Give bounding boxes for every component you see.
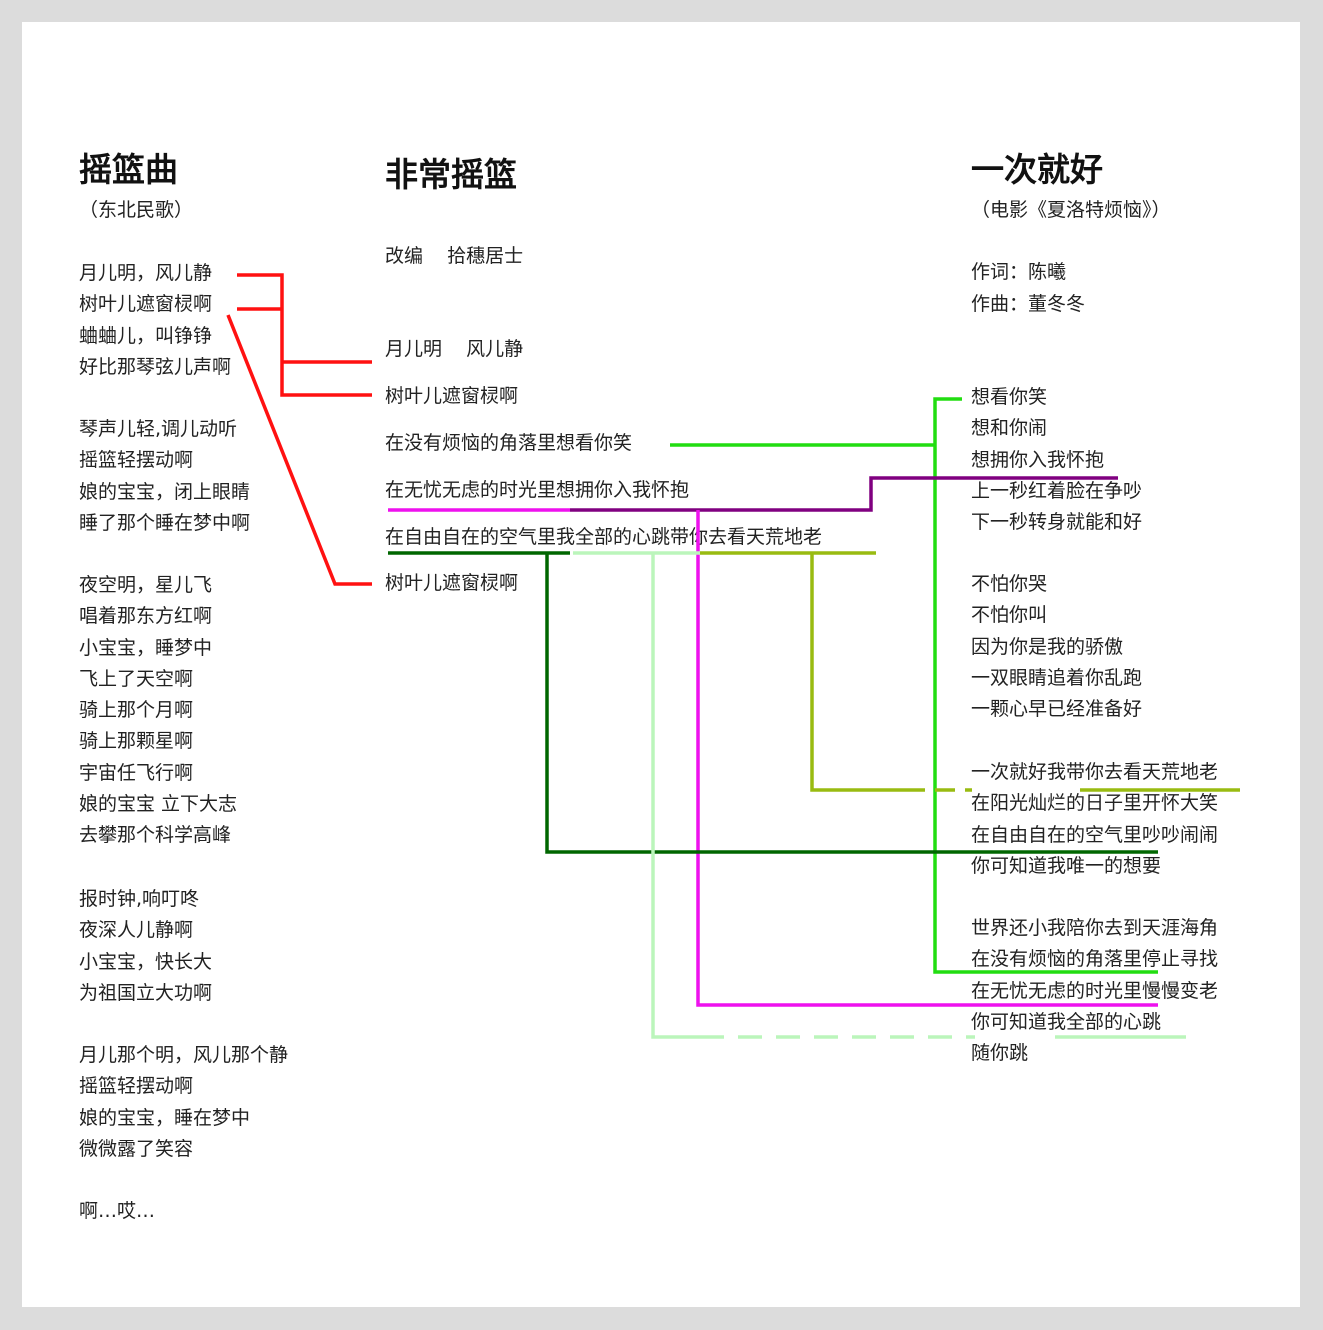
- lyric-line: 不怕你哭: [971, 573, 1048, 595]
- lyric-line: 下一秒转身就能和好: [971, 511, 1143, 534]
- lyric-line: 在没有烦恼的角落里停止寻找: [971, 948, 1219, 971]
- lyric-line: 想拥你入我怀抱: [971, 448, 1105, 471]
- lyric-line: 蛐蛐儿，叫铮铮: [79, 324, 213, 347]
- left-stanza-6: 啊…哎…: [79, 1196, 155, 1227]
- lyric-line: 小宝宝，睡梦中: [79, 636, 213, 659]
- left-stanza-4: 报时钟,响叮咚 夜深人儿静啊 小宝宝，快长大 为祖国立大功啊: [79, 884, 212, 1009]
- lyric-line: 你可知道我全部的心跳: [971, 1010, 1162, 1033]
- lyric-line: 琴声儿轻,调儿动听: [79, 418, 238, 440]
- lyric-line: 想看你笑: [971, 386, 1048, 408]
- lyric-line: 唱着那东方红啊: [79, 605, 213, 628]
- lyric-line: 摇篮轻摆动啊: [79, 449, 194, 472]
- lyric-line: 在自由自在的空气里吵吵闹闹: [971, 823, 1219, 846]
- lyric-line: 骑上那颗星啊: [79, 730, 194, 753]
- left-stanza-3: 夜空明，星儿飞 唱着那东方红啊 小宝宝，睡梦中 飞上了天空啊 骑上那个月啊 骑上…: [79, 570, 237, 852]
- connector-purple: [570, 476, 1118, 512]
- left-title: 摇篮曲: [79, 150, 178, 189]
- lyric-line: 一颗心早已经准备好: [971, 698, 1143, 721]
- right-stanza-4: 世界还小我陪你去到天涯海角 在没有烦恼的角落里停止寻找 在无忧无虑的时光里慢慢变…: [971, 913, 1218, 1069]
- lyric-line: 娘的宝宝 立下大志: [79, 793, 238, 816]
- lyric-line: 树叶儿遮窗棂啊: [79, 293, 213, 316]
- left-stanza-5: 月儿那个明，风儿那个静 摇篮轻摆动啊 娘的宝宝，睡在梦中 微微露了笑容: [79, 1040, 288, 1165]
- lyric-line: 啊…哎…: [79, 1200, 156, 1222]
- connector-dark-green: [388, 551, 1158, 854]
- lyric-line: 月儿那个明，风儿那个静: [79, 1044, 289, 1066]
- lyric-line: 上一秒红着脸在争吵: [971, 479, 1143, 502]
- page-sheet: [22, 22, 1300, 1307]
- lyric-line: 摇篮轻摆动啊: [79, 1075, 194, 1098]
- right-stanza-2: 不怕你哭 不怕你叫 因为你是我的骄傲 一双眼睛追着你乱跑 一颗心早已经准备好: [971, 569, 1142, 725]
- lyric-line: 夜深人儿静啊: [79, 919, 194, 942]
- middle-line-3: 在没有烦恼的角落里想看你笑: [385, 432, 633, 454]
- right-lyricist: 作词：陈曦: [971, 261, 1067, 283]
- connector-magenta: [388, 508, 1158, 1007]
- left-stanza-2: 琴声儿轻,调儿动听 摇篮轻摆动啊 娘的宝宝，闭上眼睛 睡了那个睡在梦中啊: [79, 414, 250, 539]
- right-stanza-1: 想看你笑 想和你闹 想拥你入我怀抱 上一秒红着脸在争吵 下一秒转身就能和好: [971, 382, 1142, 538]
- middle-line-4: 在无忧无虑的时光里想拥你入我怀抱: [385, 479, 690, 501]
- lyric-line: 夜空明，星儿飞: [79, 574, 213, 596]
- right-composer: 作曲：董冬冬: [971, 293, 1086, 315]
- lyric-line: 在阳光灿烂的日子里开怀大笑: [971, 792, 1219, 815]
- lyric-line: 去攀那个科学高峰: [79, 824, 232, 847]
- lyric-line: 月儿明，风儿静: [79, 262, 213, 284]
- lyric-line: 你可知道我唯一的想要: [971, 854, 1162, 877]
- lyric-line: 因为你是我的骄傲: [971, 635, 1124, 658]
- connector-olive: [700, 551, 1240, 792]
- connector-red: [226, 273, 372, 586]
- middle-line-6: 树叶儿遮窗棂啊: [385, 572, 519, 594]
- lyric-line: 世界还小我陪你去到天涯海角: [971, 917, 1219, 939]
- middle-line-5: 在自由自在的空气里我全部的心跳带你去看天荒地老: [385, 526, 823, 548]
- lyric-line: 想和你闹: [971, 417, 1048, 440]
- right-title: 一次就好: [971, 150, 1103, 189]
- left-subtitle: （东北民歌）: [79, 199, 194, 221]
- lyric-line: 一双眼睛追着你乱跑: [971, 666, 1143, 689]
- connector-green: [670, 397, 1158, 974]
- lyric-line: 飞上了天空啊: [79, 667, 194, 690]
- middle-credit: 改编 拾穗居士: [385, 245, 524, 267]
- lyric-line: 在无忧无虑的时光里慢慢变老: [971, 979, 1219, 1002]
- lyric-line: 为祖国立大功啊: [79, 981, 213, 1004]
- right-subtitle: （电影《夏洛特烦恼》）: [971, 199, 1171, 221]
- lyric-line: 随你跳: [971, 1042, 1029, 1065]
- lyric-line: 不怕你叫: [971, 604, 1048, 627]
- middle-line-2: 树叶儿遮窗棂啊: [385, 385, 519, 407]
- lyric-line: 微微露了笑容: [79, 1137, 194, 1160]
- lyric-line: 一次就好我带你去看天荒地老: [971, 761, 1219, 783]
- lyric-line: 宇宙任飞行啊: [79, 761, 194, 784]
- connector-light-green: [573, 551, 1186, 1039]
- middle-title: 非常摇篮: [385, 155, 517, 194]
- middle-line-1: 月儿明 风儿静: [385, 338, 524, 360]
- lyric-line: 小宝宝，快长大: [79, 950, 213, 973]
- lyric-line: 娘的宝宝，闭上眼睛: [79, 480, 251, 503]
- lyric-line: 娘的宝宝，睡在梦中: [79, 1106, 251, 1129]
- lyric-line: 睡了那个睡在梦中啊: [79, 511, 251, 534]
- lyric-line: 骑上那个月啊: [79, 699, 194, 722]
- lyric-line: 好比那琴弦儿声啊: [79, 355, 232, 378]
- lyric-line: 报时钟,响叮咚: [79, 888, 200, 910]
- right-stanza-3: 一次就好我带你去看天荒地老 在阳光灿烂的日子里开怀大笑 在自由自在的空气里吵吵闹…: [971, 757, 1218, 882]
- left-stanza-1: 月儿明，风儿静 树叶儿遮窗棂啊 蛐蛐儿，叫铮铮 好比那琴弦儿声啊: [79, 258, 231, 383]
